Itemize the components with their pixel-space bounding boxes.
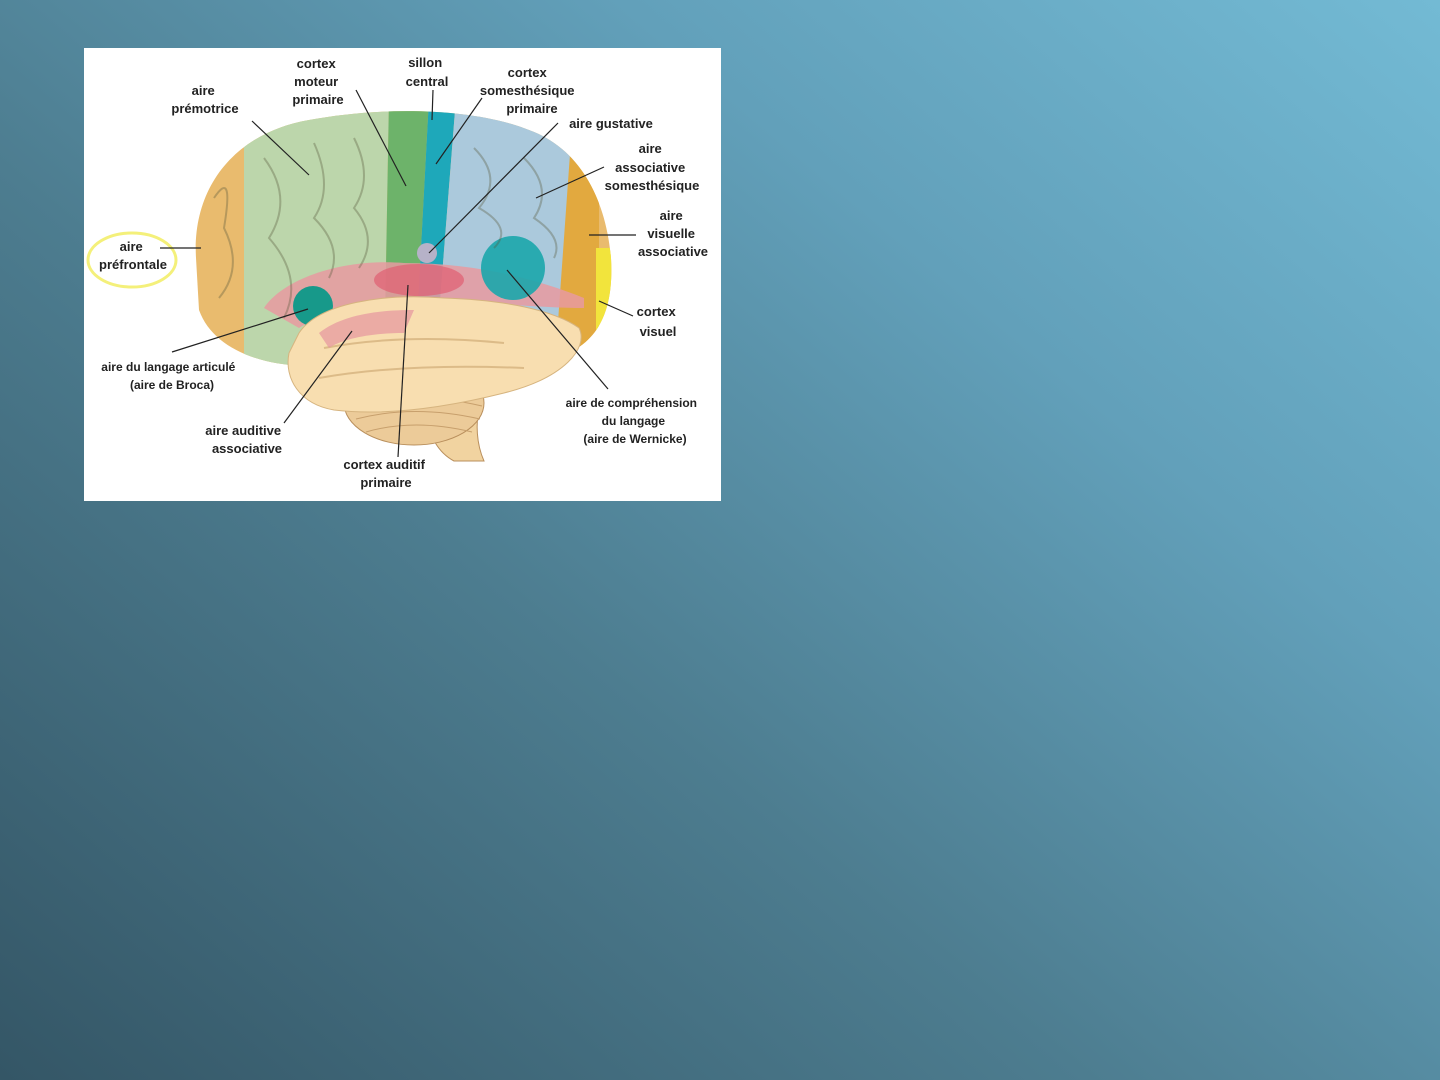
region-gustatory xyxy=(417,243,437,263)
label-cortex-auditif-primaire: cortex auditif primaire xyxy=(343,457,428,490)
label-aire-de-broca: aire du langage articulé (aire de Broca) xyxy=(101,360,238,392)
region-temporal xyxy=(287,296,582,413)
label-cortex-somesthesique-primaire: cortex somesthésique primaire xyxy=(480,65,578,116)
label-aire-de-wernicke: aire de compréhension du langage (aire d… xyxy=(566,396,701,446)
region-auditory-primary xyxy=(374,264,464,296)
label-aire-premotrice: aire prémotrice xyxy=(171,83,238,116)
label-sillon-central: sillon central xyxy=(406,55,449,89)
label-aire-prefrontale: aire préfrontale xyxy=(99,239,167,272)
region-visual xyxy=(596,248,612,358)
label-aire-gustative: aire gustative xyxy=(569,116,653,131)
brain-diagram: aire prémotrice cortex moteur primaire s… xyxy=(84,48,721,501)
leader-lines xyxy=(160,89,636,458)
gyri-texture xyxy=(213,137,558,319)
label-aire-auditive-associative: aire auditive associative xyxy=(205,423,285,456)
label-aire-visuelle-associative: aire visuelle associative xyxy=(638,208,708,259)
brain-illustration xyxy=(195,111,612,462)
region-wernicke xyxy=(481,236,545,300)
label-cortex-moteur-primaire: cortex moteur primaire xyxy=(292,56,343,107)
prefrontal-highlight xyxy=(86,231,178,289)
label-cortex-visuel: cortex visuel xyxy=(637,304,680,339)
label-aire-associative-somesthesique: aire associative somesthésique xyxy=(605,141,700,193)
